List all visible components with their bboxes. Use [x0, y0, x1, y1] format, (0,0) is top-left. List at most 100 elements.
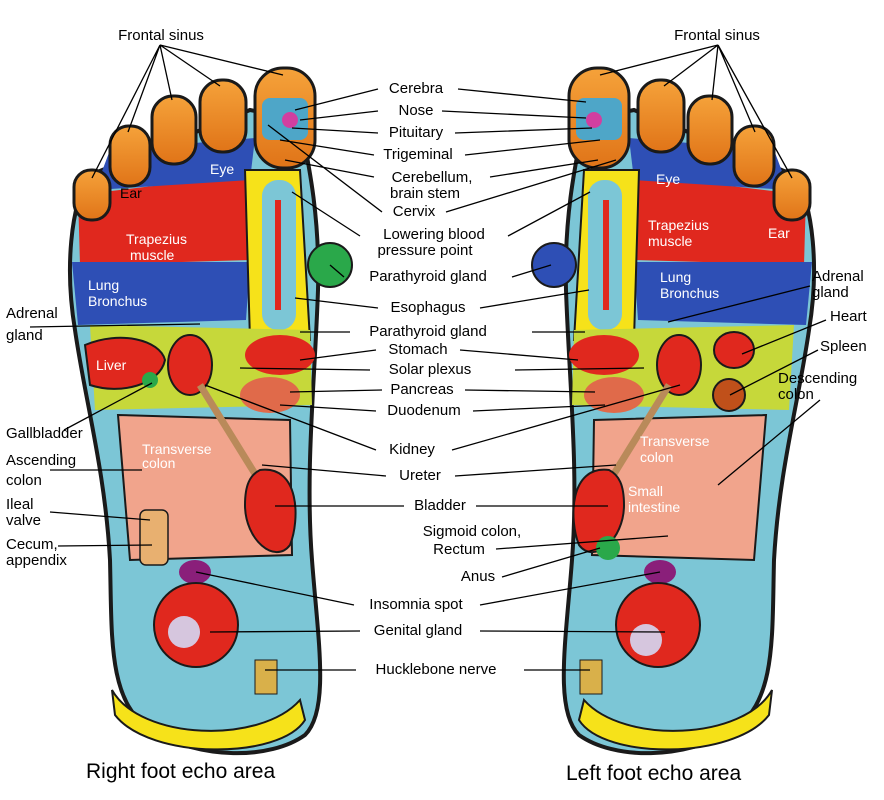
- label-brain-stem: brain stem: [389, 185, 461, 202]
- leader-lines: [29, 44, 827, 671]
- right-toe-3: [150, 94, 198, 166]
- left-stomach: [569, 335, 639, 375]
- label-ureter: Ureter: [399, 467, 441, 484]
- label-adrenal-gland-left-2: gland: [812, 284, 849, 301]
- right-ureter: [197, 383, 268, 492]
- label-trigeminal: Trigeminal: [383, 146, 453, 163]
- left-esophagus-line: [603, 200, 609, 310]
- right-kidney: [167, 334, 213, 396]
- label-descending-colon-1: Descending: [778, 370, 858, 387]
- left-trapezius-zone: [634, 175, 806, 265]
- right-bladder: [243, 468, 297, 553]
- left-kidney: [656, 334, 702, 396]
- zone-ear-right: Ear: [120, 185, 142, 201]
- zone-trapezius-right-2: muscle: [130, 247, 175, 263]
- zone-lung-right-2: Bronchus: [88, 293, 148, 309]
- label-anus: Anus: [460, 568, 496, 585]
- right-pituitary-dot: [282, 112, 298, 128]
- label-parathyroid-1: Parathyroid gland: [369, 268, 487, 285]
- right-insomnia-spot: [179, 560, 211, 584]
- right-gallbladder: [142, 372, 158, 388]
- zone-eye-right: Eye: [210, 161, 235, 177]
- caption-left-foot: Left foot echo area: [566, 762, 742, 785]
- zone-trapezius-left-2: muscle: [648, 233, 693, 249]
- label-cervix: Cervix: [392, 203, 436, 220]
- label-stomach: Stomach: [388, 341, 448, 358]
- label-hucklebone-nerve: Hucklebone nerve: [375, 661, 497, 678]
- left-ureter: [601, 383, 672, 492]
- left-pituitary-dot: [586, 112, 602, 128]
- zone-small-intestine-2: intestine: [628, 499, 681, 515]
- right-toe-2: [198, 78, 248, 154]
- right-stomach: [245, 335, 315, 375]
- label-cerebellum: Cerebellum,: [391, 169, 473, 186]
- right-trapezius-zone: [78, 175, 250, 265]
- label-adrenal-gland-left-1: Adrenal: [812, 268, 864, 285]
- left-pancreas: [584, 377, 644, 413]
- label-pressure-point: pressure point: [377, 242, 473, 259]
- left-spleen: [712, 378, 746, 412]
- zone-small-intestine-1: Small: [628, 483, 664, 499]
- left-anus: [596, 536, 620, 560]
- label-ileal-valve-2: valve: [6, 512, 42, 529]
- label-gallbladder: Gallbladder: [6, 425, 83, 442]
- label-parathyroid-2: Parathyroid gland: [369, 323, 487, 340]
- left-hucklebone: [579, 659, 603, 695]
- left-toe-3: [686, 94, 734, 166]
- label-cecum-1: Cecum,: [6, 536, 58, 553]
- zone-liver: Liver: [96, 357, 127, 373]
- label-sigmoid-colon: Sigmoid colon,: [422, 523, 522, 540]
- zone-transverse-right-1: Transverse: [142, 441, 212, 457]
- left-toe-5: [772, 168, 812, 222]
- left-parathyroid-disc: [531, 242, 577, 288]
- label-lowering-blood: Lowering blood: [383, 226, 485, 243]
- label-cerebra: Cerebra: [388, 80, 444, 97]
- left-toes: [567, 66, 812, 222]
- zone-transverse-right-2: colon: [142, 455, 176, 471]
- label-kidney: Kidney: [389, 441, 435, 458]
- label-adrenal-gland-right-1: Adrenal: [6, 305, 58, 322]
- zone-lung-left-1: Lung: [660, 269, 692, 285]
- label-spleen: Spleen: [820, 338, 867, 355]
- label-insomnia-spot: Insomnia spot: [369, 596, 463, 613]
- left-heart: [713, 331, 755, 369]
- label-heart: Heart: [830, 308, 867, 325]
- label-bladder: Bladder: [414, 497, 466, 514]
- label-adrenal-gland-right-2: gland: [6, 327, 43, 344]
- label-frontal-sinus-right: Frontal sinus: [118, 27, 204, 44]
- label-rectum: Rectum: [433, 541, 485, 558]
- right-genital-inner: [168, 616, 200, 648]
- label-cecum-2: appendix: [6, 552, 67, 569]
- left-heel-band: [577, 689, 773, 751]
- zone-transverse-left-2: colon: [640, 449, 674, 465]
- label-solar-plexus: Solar plexus: [388, 361, 472, 378]
- left-genital-gland: [615, 582, 701, 668]
- right-lung-zone: [72, 262, 250, 325]
- zone-eye-left: Eye: [656, 171, 681, 187]
- left-lung-zone: [634, 262, 812, 325]
- label-genital-gland: Genital gland: [373, 622, 463, 639]
- label-nose: Nose: [398, 102, 434, 119]
- zone-ear-left: Ear: [768, 225, 790, 241]
- right-toe-4: [108, 124, 152, 188]
- right-heel-band: [111, 689, 307, 751]
- label-ascending-colon-2: colon: [6, 472, 42, 489]
- label-ascending-colon-1: Ascending: [6, 452, 77, 469]
- label-ileal-valve-1: Ileal: [6, 496, 34, 513]
- right-hucklebone: [254, 659, 278, 695]
- zone-lung-right-1: Lung: [88, 277, 120, 293]
- zone-transverse-left-1: Transverse: [640, 433, 710, 449]
- right-duodenum: [240, 377, 300, 413]
- left-toe-2: [636, 78, 686, 154]
- label-duodenum: Duodenum: [387, 402, 461, 419]
- right-cecum: [139, 509, 169, 566]
- left-toe-4: [732, 124, 776, 188]
- right-esophagus-line: [275, 200, 281, 310]
- zone-lung-left-2: Bronchus: [660, 285, 720, 301]
- caption-right-foot: Right foot echo area: [86, 760, 276, 783]
- label-pituitary: Pituitary: [388, 124, 444, 141]
- left-genital-inner: [630, 624, 662, 656]
- right-toe-5: [72, 168, 112, 222]
- left-bladder: [572, 468, 626, 553]
